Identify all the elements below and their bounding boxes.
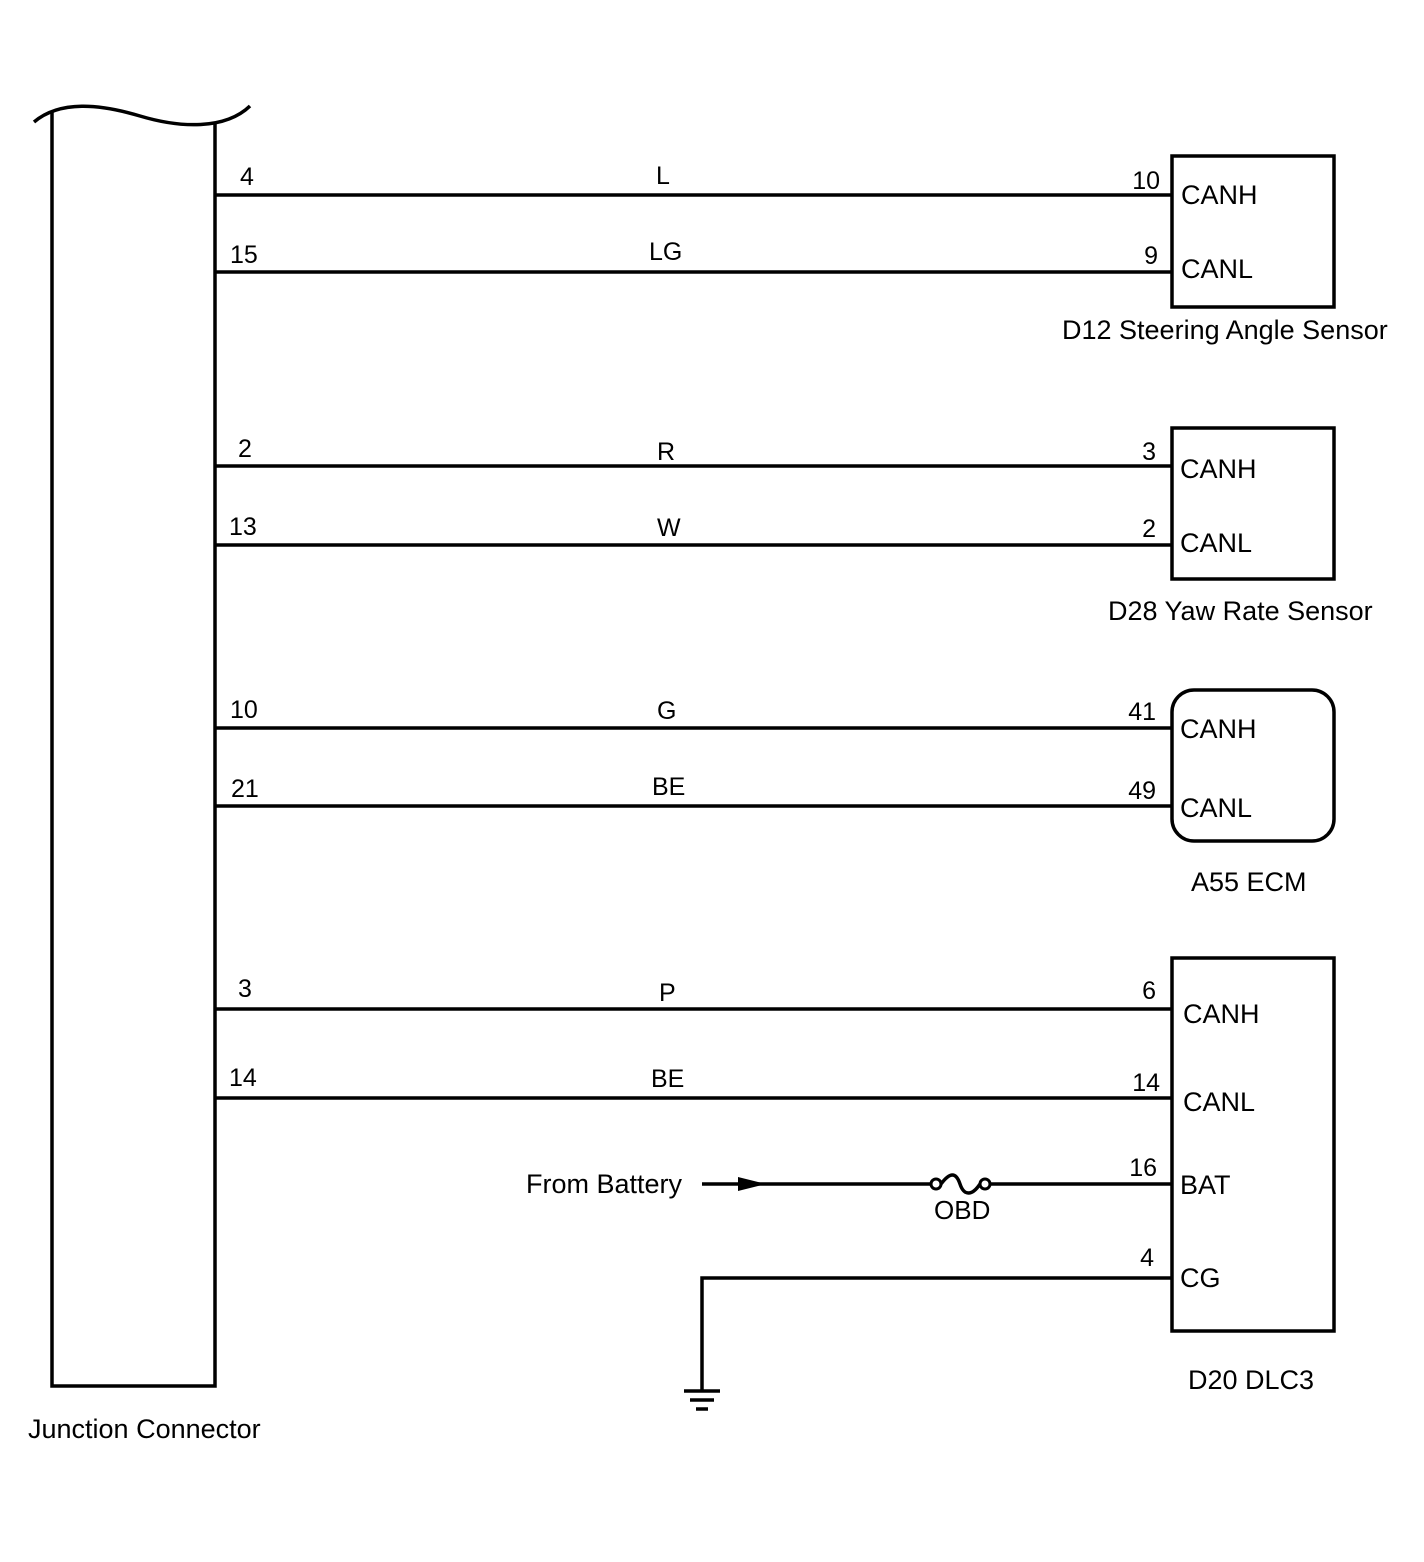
component-box [1170,426,1336,581]
terminal-label: CANL [1180,793,1252,823]
terminal-label: CANH [1183,999,1260,1029]
component-pin: 41 [1128,698,1156,726]
junction-pin: 21 [231,775,259,803]
junction-pin: 10 [230,696,258,724]
battery-label: From Battery [526,1169,683,1199]
component-pin: 14 [1132,1069,1160,1097]
terminal-label: CG [1180,1263,1221,1293]
wire-color: LG [649,238,682,266]
wire-color: BE [652,773,685,801]
junction-label: Junction Connector [28,1414,261,1444]
component-pin: 6 [1142,977,1156,1005]
terminal-label: CANH [1180,714,1257,744]
wire-color: BE [651,1065,684,1093]
terminal-label: BAT [1180,1170,1231,1200]
wire-color: L [656,162,670,190]
terminal-label: CANL [1183,1087,1255,1117]
component-label: A55 ECM [1191,867,1307,897]
component-pin: 4 [1140,1244,1154,1272]
junction-body [50,112,217,1388]
ground-icon [684,1389,720,1411]
component-pin: 9 [1144,242,1158,270]
terminal-label: CANL [1181,254,1253,284]
component-d20: D20 DLC3 3 P 6 CANH 14 BE 14 CANL From B… [215,956,1336,1411]
wire-color: R [657,438,675,466]
junction-pin: 14 [229,1064,257,1092]
junction-pin: 4 [240,163,254,191]
junction-connector: Junction Connector [28,104,261,1444]
component-pin: 49 [1128,777,1156,805]
component-label: D12 Steering Angle Sensor [1062,315,1388,345]
component-box [1170,154,1336,309]
fuse-label: OBD [934,1195,990,1225]
junction-pin: 2 [238,435,252,463]
component-pin: 3 [1142,438,1156,466]
junction-pin: 13 [229,513,257,541]
terminal-label: CANL [1180,528,1252,558]
component-box [1170,956,1336,1333]
break-mark [32,104,252,127]
arrow-icon [738,1177,766,1191]
wire-color: G [657,697,676,725]
ground-wire [700,1276,1172,1391]
terminal-label: CANH [1180,454,1257,484]
fuse-icon [929,1173,992,1195]
component-d28: D28 Yaw Rate Sensor 2 R 3 CANH 13 W 2 CA… [215,426,1373,626]
component-pin: 10 [1132,167,1160,195]
junction-pin: 3 [238,975,252,1003]
component-d12: D12 Steering Angle Sensor 4 L 10 CANH 15… [215,154,1388,345]
component-label: D20 DLC3 [1188,1365,1314,1395]
wire-color: P [659,979,676,1007]
junction-pin: 15 [230,241,258,269]
component-pin: 2 [1142,515,1156,543]
terminal-label: CANH [1181,180,1258,210]
component-label: D28 Yaw Rate Sensor [1108,596,1373,626]
component-box [1170,688,1336,843]
component-pin: 16 [1129,1154,1157,1182]
wire-color: W [657,514,681,542]
component-a55: A55 ECM 10 G 41 CANH 21 BE 49 CANL [215,688,1336,897]
